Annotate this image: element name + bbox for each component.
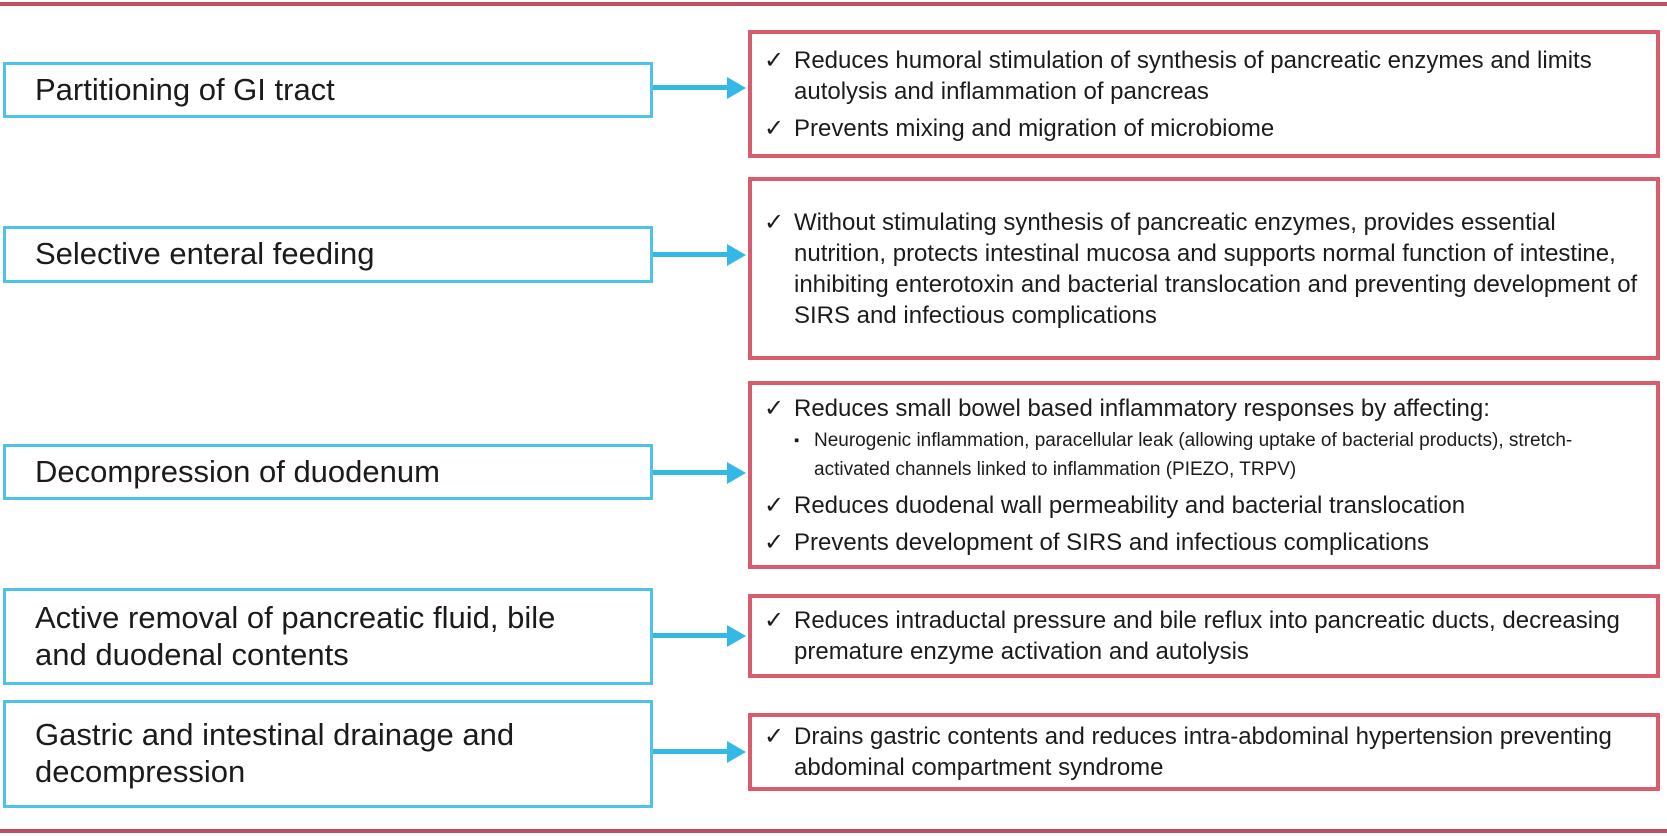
effect-text: Prevents mixing and migration of microbi… bbox=[794, 114, 1275, 142]
effects-box-partitioning: ✓ Reduces humoral stimulation of synthes… bbox=[748, 30, 1660, 158]
effect-subitem: ▪ Neurogenic inflammation, paracellular … bbox=[794, 426, 1646, 484]
frame-line-bottom bbox=[0, 829, 1667, 833]
arrow-right-icon bbox=[653, 470, 727, 475]
check-icon: ✓ bbox=[764, 46, 785, 74]
effect-item: ✓ Drains gastric contents and reduces in… bbox=[764, 721, 1646, 783]
effect-text: Without stimulating synthesis of pancrea… bbox=[794, 208, 1638, 329]
effect-item: ✓ Prevents development of SIRS and infec… bbox=[764, 527, 1646, 558]
intervention-label: Selective enteral feeding bbox=[35, 236, 375, 272]
arrow-right-icon bbox=[653, 633, 727, 638]
square-bullet-icon: ▪ bbox=[794, 431, 800, 449]
effect-text: Prevents development of SIRS and infecti… bbox=[794, 528, 1430, 556]
intervention-label: Gastric and intestinal drainage and deco… bbox=[35, 717, 515, 789]
effect-item: ✓ Reduces small bowel based inflammatory… bbox=[764, 393, 1646, 424]
effect-item: ✓ Without stimulating synthesis of pancr… bbox=[764, 207, 1646, 331]
check-icon: ✓ bbox=[764, 528, 785, 556]
effects-box-gastric-drainage: ✓ Drains gastric contents and reduces in… bbox=[748, 713, 1660, 791]
arrow-right-icon bbox=[653, 749, 727, 754]
effect-item: ✓ Reduces intraductal pressure and bile … bbox=[764, 605, 1646, 667]
arrow-right-icon bbox=[653, 85, 727, 90]
check-icon: ✓ bbox=[764, 114, 785, 142]
effect-text: Reduces small bowel based inflammatory r… bbox=[794, 394, 1490, 422]
check-icon: ✓ bbox=[764, 491, 785, 519]
effect-subtext: Neurogenic inflammation, paracellular le… bbox=[814, 429, 1573, 480]
intervention-box-active-removal: Active removal of pancreatic fluid, bile… bbox=[3, 588, 653, 685]
intervention-box-duodenum-decompression: Decompression of duodenum bbox=[3, 444, 653, 500]
effect-text: Reduces humoral stimulation of synthesis… bbox=[794, 46, 1592, 105]
check-icon: ✓ bbox=[764, 208, 785, 236]
effects-box-duodenum-decompression: ✓ Reduces small bowel based inflammatory… bbox=[748, 381, 1660, 569]
effect-item: ✓ Reduces humoral stimulation of synthes… bbox=[764, 45, 1646, 107]
effect-item: ✓ Prevents mixing and migration of micro… bbox=[764, 113, 1646, 144]
intervention-box-enteral-feeding: Selective enteral feeding bbox=[3, 226, 653, 283]
effect-text: Drains gastric contents and reduces intr… bbox=[794, 723, 1612, 781]
effect-item: ✓ Reduces duodenal wall permeability and… bbox=[764, 490, 1646, 521]
intervention-label: Partitioning of GI tract bbox=[35, 71, 335, 107]
check-icon: ✓ bbox=[764, 607, 785, 634]
effect-text: Reduces duodenal wall permeability and b… bbox=[794, 491, 1466, 519]
check-icon: ✓ bbox=[764, 394, 785, 422]
intervention-label: Active removal of pancreatic fluid, bile… bbox=[35, 599, 556, 672]
intervention-box-partitioning: Partitioning of GI tract bbox=[3, 62, 653, 118]
effect-text: Reduces intraductal pressure and bile re… bbox=[794, 607, 1620, 665]
intervention-box-gastric-drainage: Gastric and intestinal drainage and deco… bbox=[3, 700, 653, 808]
intervention-label: Decompression of duodenum bbox=[35, 453, 440, 489]
arrow-right-icon bbox=[653, 252, 727, 257]
effects-box-active-removal: ✓ Reduces intraductal pressure and bile … bbox=[748, 594, 1660, 678]
frame-line-top bbox=[0, 2, 1667, 6]
check-icon: ✓ bbox=[764, 723, 785, 750]
effects-box-enteral-feeding: ✓ Without stimulating synthesis of pancr… bbox=[748, 177, 1660, 360]
